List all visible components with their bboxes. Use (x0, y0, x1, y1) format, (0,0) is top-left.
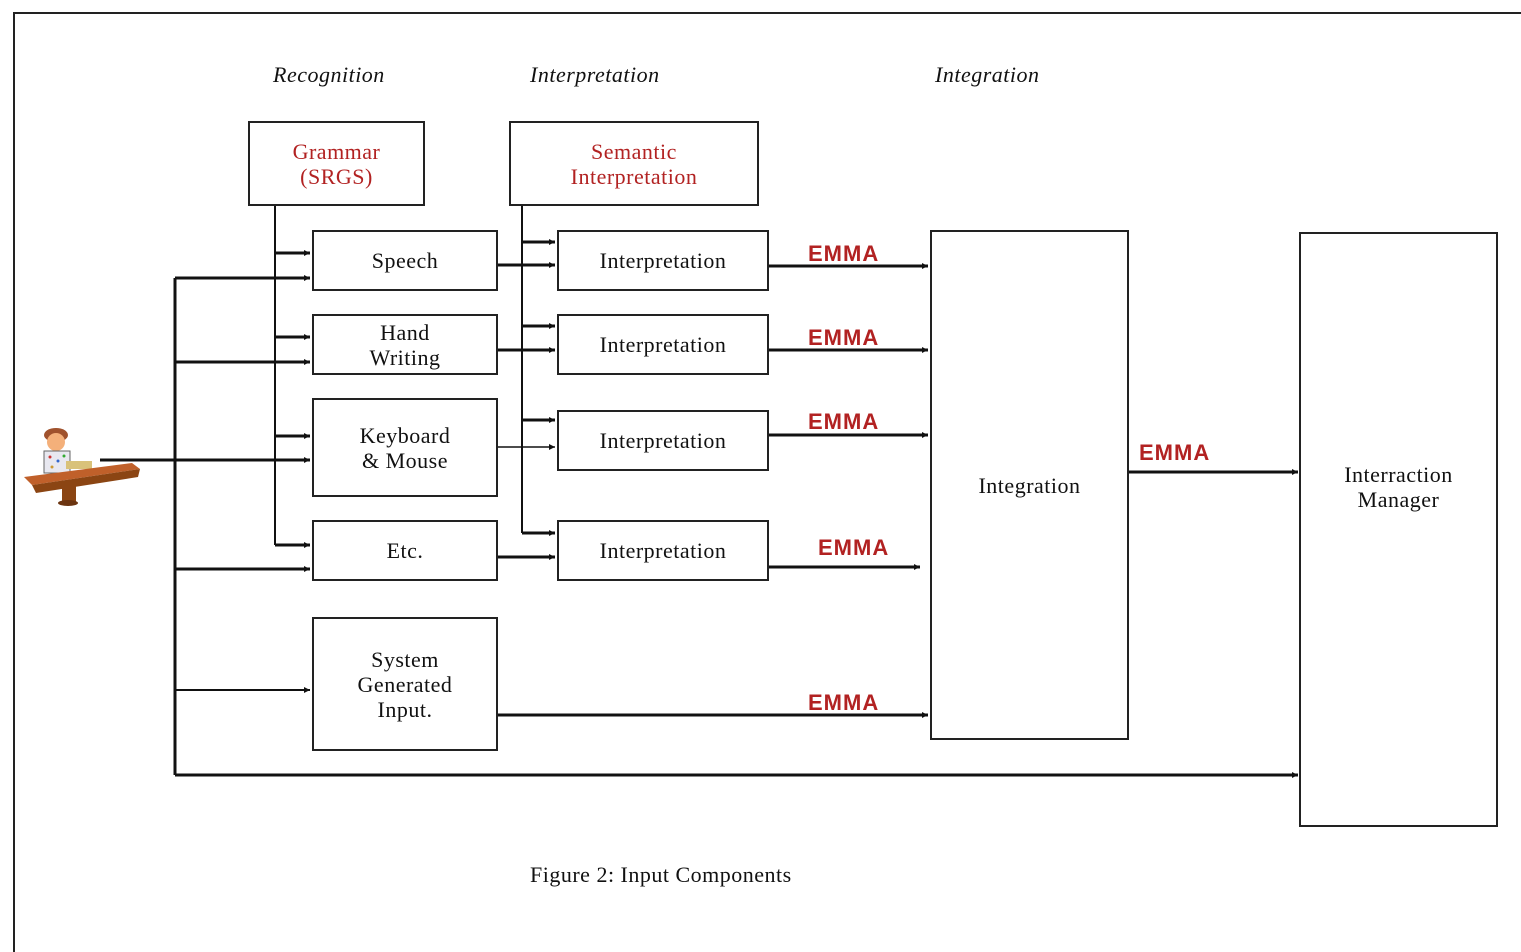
semantic-interpretation-box: Semantic Interpretation (509, 121, 759, 206)
handwriting-box: Hand Writing (312, 314, 498, 375)
interpretation-box-1: Interpretation (557, 230, 769, 291)
emma-label-3: EMMA (808, 409, 880, 434)
emma-label-5: EMMA (808, 690, 880, 715)
emma-label-6: EMMA (1139, 440, 1211, 465)
etc-box: Etc. (312, 520, 498, 581)
figure-frame (13, 12, 1521, 952)
system-generated-input-box: System Generated Input. (312, 617, 498, 751)
interpretation-box-4: Interpretation (557, 520, 769, 581)
emma-label-4: EMMA (818, 535, 890, 560)
integration-box: Integration (930, 230, 1129, 740)
figure-caption: Figure 2: Input Components (530, 862, 792, 887)
connector-lines (100, 205, 1298, 778)
stage-recognition-label: Recognition (273, 62, 385, 87)
stage-integration-label: Integration (935, 62, 1040, 87)
speech-box: Speech (312, 230, 498, 291)
interpretation-box-2: Interpretation (557, 314, 769, 375)
emma-label-2: EMMA (808, 325, 880, 350)
interaction-manager-box: Interraction Manager (1299, 232, 1498, 827)
user-at-desk-icon (24, 428, 140, 506)
grammar-srgs-box: Grammar (SRGS) (248, 121, 425, 206)
stage-interpretation-label: Interpretation (530, 62, 660, 87)
emma-label-1: EMMA (808, 241, 880, 266)
interpretation-box-3: Interpretation (557, 410, 769, 471)
keyboard-mouse-box: Keyboard & Mouse (312, 398, 498, 497)
